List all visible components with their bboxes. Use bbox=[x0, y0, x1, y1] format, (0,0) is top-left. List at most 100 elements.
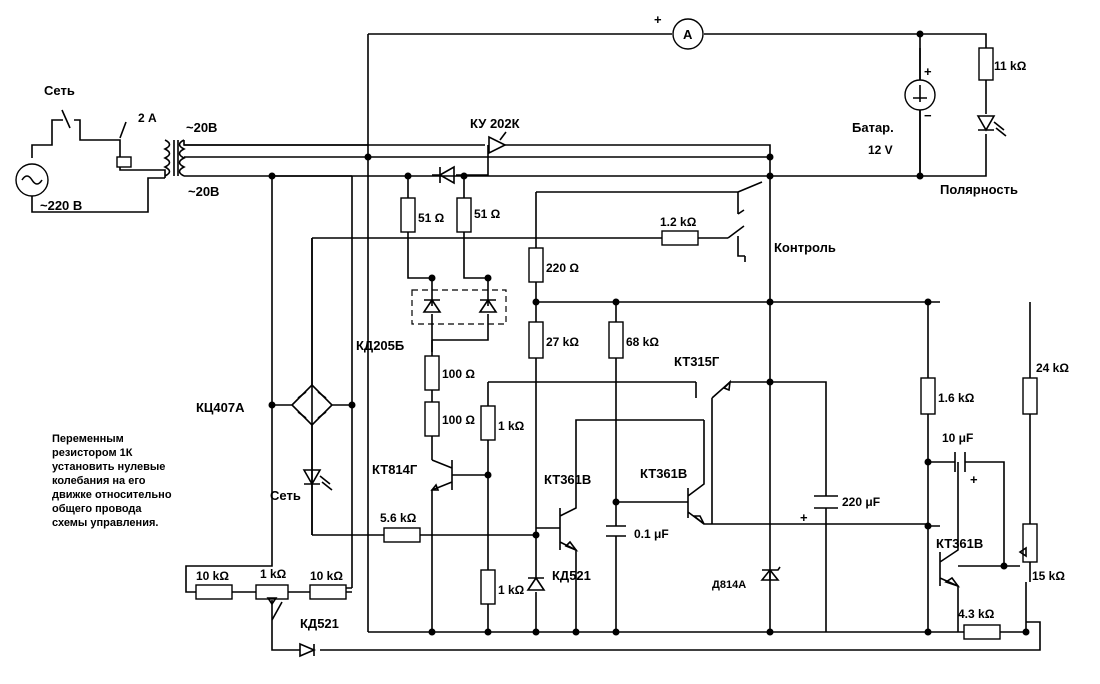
label-r10k-a: 10 kΩ bbox=[196, 569, 229, 583]
label-bridge: КЦ407А bbox=[196, 400, 245, 415]
resistor-11k bbox=[978, 47, 994, 81]
label-c220: 220 μF bbox=[842, 495, 880, 509]
label-r1k-a: 1 kΩ bbox=[498, 419, 525, 433]
fuse bbox=[116, 156, 132, 168]
label-r100b: 100 Ω bbox=[442, 413, 475, 427]
resistor-27k bbox=[528, 321, 544, 359]
kt361b-arrow bbox=[691, 515, 705, 525]
diode-kd205-a bbox=[422, 298, 442, 313]
note-line: схемы управления. bbox=[52, 517, 158, 529]
diode-pack bbox=[411, 289, 507, 325]
scr-ku202k bbox=[488, 131, 507, 155]
ammeter bbox=[672, 18, 704, 50]
resistor-220 bbox=[528, 247, 544, 283]
resistor-5-6k bbox=[383, 527, 421, 543]
label-r1-2k: 1.2 kΩ bbox=[660, 215, 697, 229]
note-line: общего провода bbox=[52, 503, 142, 515]
label-r11k: 11 kΩ bbox=[994, 59, 1027, 73]
resistor-24k bbox=[1022, 377, 1038, 415]
label-minus-battery: − bbox=[924, 108, 932, 123]
label-plus-c220: + bbox=[800, 510, 808, 525]
control-switch bbox=[727, 209, 746, 262]
wires bbox=[31, 33, 1041, 651]
label-r27k: 27 kΩ bbox=[546, 335, 579, 349]
components bbox=[15, 18, 1038, 658]
label-battery: Батар. bbox=[852, 120, 894, 135]
label-r1k-pot: 1 kΩ bbox=[260, 567, 287, 581]
bridge-diodes bbox=[297, 391, 327, 419]
label-kt814: КТ814Г bbox=[372, 462, 418, 477]
label-20v-top: ~20В bbox=[186, 120, 217, 135]
kt361a-arrow bbox=[564, 540, 579, 552]
label-plus-battery: + bbox=[924, 64, 932, 79]
ac-symbol bbox=[21, 175, 43, 185]
label-r10k-b: 10 kΩ bbox=[310, 569, 343, 583]
diode-kd521-b bbox=[299, 642, 317, 658]
label-battery-v: 12 V bbox=[868, 143, 893, 157]
battery-plates bbox=[913, 85, 927, 102]
label-scr: КУ 202К bbox=[470, 116, 520, 131]
label-r4-3k: 4.3 kΩ bbox=[958, 607, 995, 621]
capacitor-10uf bbox=[954, 452, 966, 472]
label-fuse: 2 А bbox=[138, 111, 157, 125]
label-kt361-mid: КТ361В bbox=[640, 466, 687, 481]
label-r100a: 100 Ω bbox=[442, 367, 475, 381]
resistor-10k-b bbox=[309, 584, 347, 600]
label-r1-6k: 1.6 kΩ bbox=[938, 391, 975, 405]
label-kt315: КТ315Г bbox=[674, 354, 720, 369]
diode-kd205-b bbox=[478, 298, 498, 313]
calibration-note: Переменным резистором 1К установить нуле… bbox=[52, 433, 172, 529]
label-r51a: 51 Ω bbox=[418, 211, 445, 225]
kt814-arrow bbox=[430, 483, 440, 491]
resistor-1k-pot bbox=[255, 584, 289, 600]
label-diodes: КД205Б bbox=[356, 338, 404, 353]
capacitor-220uf bbox=[814, 495, 838, 509]
resistor-100b bbox=[424, 401, 440, 437]
label-kt361-right: КТ361В bbox=[936, 536, 983, 551]
label-zener: Д814А bbox=[712, 579, 746, 591]
label-c01: 0.1 μF bbox=[634, 527, 669, 541]
label-net-led: Сеть bbox=[270, 488, 301, 503]
label-220v: ~220 В bbox=[40, 198, 82, 213]
resistor-1-6k bbox=[920, 377, 936, 415]
resistor-51a bbox=[400, 197, 416, 233]
label-r220: 220 Ω bbox=[546, 261, 579, 275]
resistor-4-3k bbox=[963, 624, 1001, 640]
label-20v-bottom: ~20В bbox=[188, 184, 219, 199]
diode-top bbox=[438, 165, 455, 185]
resistor-68k bbox=[608, 321, 624, 359]
label-control: Контроль bbox=[774, 240, 836, 255]
capacitor-0-1uf bbox=[606, 525, 626, 537]
label-r24k: 24 kΩ bbox=[1036, 361, 1069, 375]
resistor-10k-a bbox=[195, 584, 233, 600]
label-mains: Сеть bbox=[44, 83, 75, 98]
resistor-1-2k bbox=[661, 230, 699, 246]
led-net bbox=[302, 469, 333, 491]
resistor-1k-a bbox=[480, 405, 496, 441]
resistor-1k-b bbox=[480, 569, 496, 605]
label-plus-c10: + bbox=[970, 472, 978, 487]
resistor-51b bbox=[456, 197, 472, 233]
label-r51b: 51 Ω bbox=[474, 207, 501, 221]
zener-d814a bbox=[760, 566, 781, 581]
note-line: Переменным bbox=[52, 433, 124, 445]
label-polarity: Полярность bbox=[940, 182, 1018, 197]
label-r5-6k: 5.6 kΩ bbox=[380, 511, 417, 525]
diode-kd521-a bbox=[526, 576, 546, 591]
label-kd521-b: КД521 bbox=[300, 616, 339, 631]
junctions bbox=[268, 30, 1030, 636]
label-c10: 10 μF bbox=[942, 431, 973, 445]
label-kt361-left: КТ361В bbox=[544, 472, 591, 487]
resistor-100a bbox=[424, 355, 440, 391]
labels: Сеть ~220 В 2 А ~20В ~20В КУ 202К КЦ407А… bbox=[40, 12, 1069, 631]
label-kd521-a: КД521 bbox=[552, 568, 591, 583]
note-line: установить нулевые bbox=[52, 461, 165, 473]
pot-wiper bbox=[266, 546, 1027, 606]
label-r15k: 15 kΩ bbox=[1032, 569, 1065, 583]
label-ammeter: A bbox=[683, 27, 693, 42]
label-r1k-b: 1 kΩ bbox=[498, 583, 525, 597]
label-r68k: 68 kΩ bbox=[626, 335, 659, 349]
kt315-arrow bbox=[722, 379, 732, 392]
note-line: колебания на его bbox=[52, 475, 146, 487]
